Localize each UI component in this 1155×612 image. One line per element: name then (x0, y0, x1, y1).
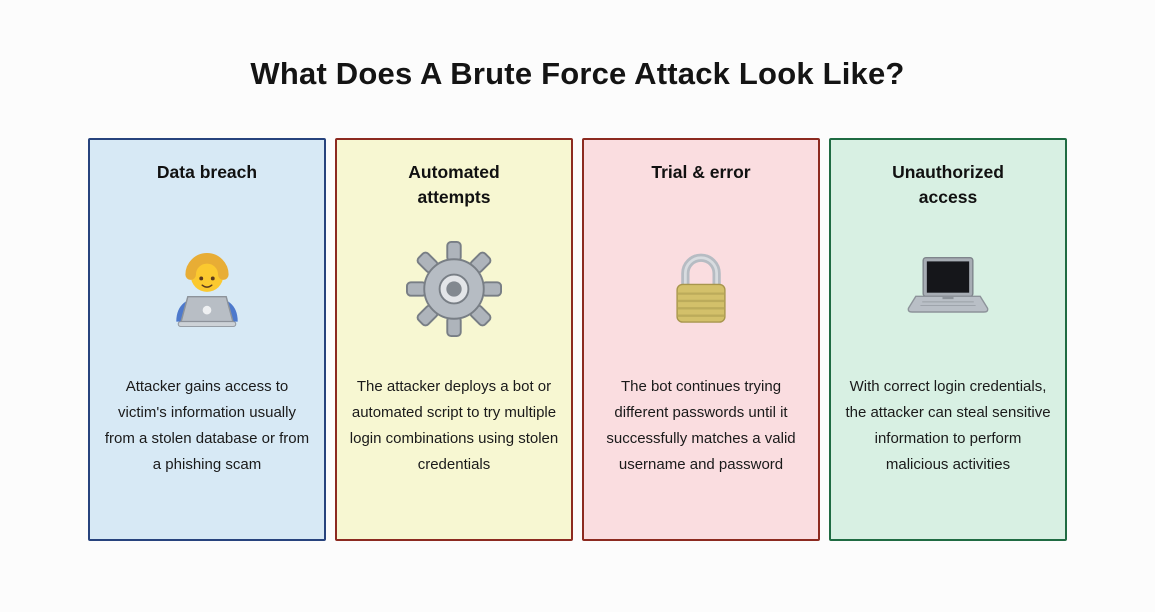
card-heading: Data breach (156, 162, 258, 182)
card-heading: Unauthorized access (892, 162, 1004, 208)
card-description: With correct login credentials, the atta… (845, 378, 1051, 473)
card-description: The attacker deploys a bot or automated … (349, 378, 559, 473)
card-trial-error: Trial & error The bot continues trying d… (582, 138, 820, 541)
page-title: What Does A Brute Force Attack Look Like… (250, 56, 905, 91)
card-description: Attacker gains access to victim's inform… (104, 378, 310, 473)
technologist-emoji-icon (157, 220, 257, 358)
padlock-icon (655, 220, 747, 358)
card-unauthorized-access: Unauthorized access With correct login c… (829, 138, 1067, 541)
card-description: The bot continues trying different passw… (606, 378, 796, 473)
gear-icon (406, 220, 502, 358)
laptop-icon (900, 220, 996, 358)
card-automated-attempts: Automated attempts (335, 138, 573, 541)
card-heading: Automated attempts (408, 162, 500, 208)
card-data-breach: Data breach Attacker gains access to vic… (88, 138, 326, 541)
cards-row: Data breach Attacker gains access to vic… (0, 138, 1155, 541)
card-heading: Trial & error (651, 162, 751, 182)
